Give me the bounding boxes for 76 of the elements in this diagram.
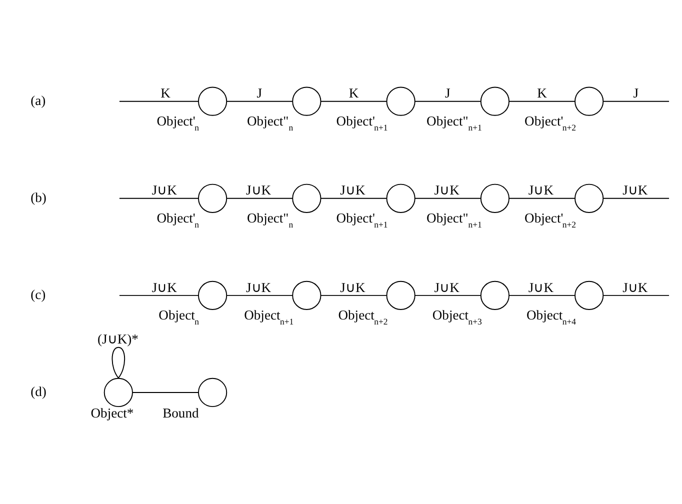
edge-label: J∪K — [340, 279, 366, 294]
connector — [508, 197, 576, 198]
edge-label: J — [633, 85, 639, 100]
edge-label: K — [537, 85, 547, 100]
node-label: Object'$_{n+2}$ — [524, 112, 576, 132]
node-circle — [198, 183, 228, 212]
edge-label: J∪K — [622, 182, 648, 198]
node-circle — [292, 86, 322, 116]
connector — [118, 294, 199, 296]
edge-label: J∪K — [246, 279, 272, 294]
connector — [118, 100, 199, 102]
node-label: Object"$_{n}$ — [247, 112, 294, 132]
node-circle — [292, 183, 322, 212]
edge-label: J∪K — [622, 279, 648, 294]
node-label: Bound — [162, 404, 199, 420]
node-circle — [292, 280, 322, 310]
connector — [226, 197, 293, 198]
node-label: Object'$_{n+2}$ — [524, 210, 576, 229]
edge-label: J∪K — [528, 279, 554, 294]
node-label: Object"$_{n+1}$ — [426, 112, 482, 132]
edge-label: J∪K — [434, 182, 460, 198]
connector — [112, 346, 126, 378]
node-circle — [574, 86, 604, 116]
connector — [320, 100, 388, 102]
edge-label: J∪K — [340, 182, 366, 198]
node-label: Object'$_{n}$ — [156, 112, 199, 132]
node-circle — [104, 377, 133, 407]
connector — [320, 294, 388, 296]
connector — [226, 100, 293, 102]
connector — [118, 197, 199, 198]
node-label: Object'$_{n+1}$ — [336, 112, 388, 132]
node-label: Object* — [90, 404, 134, 420]
label: (a) — [30, 92, 46, 108]
edge-label: J∪K — [152, 182, 177, 198]
label: (b) — [30, 189, 46, 204]
edge-label: K — [348, 85, 359, 100]
node-label: Object$_{n+2}$ — [338, 306, 388, 326]
node-label: Object$_{n+4}$ — [526, 306, 576, 326]
edge-label: J∪K — [246, 182, 272, 198]
node-circle — [386, 86, 416, 116]
edge-label: J — [256, 85, 262, 100]
edge-label: (J∪K)* — [98, 331, 138, 346]
node-circle — [198, 86, 228, 116]
connector — [603, 197, 670, 198]
connector — [508, 294, 576, 296]
edge-label: J∪K — [152, 279, 177, 294]
connector — [414, 294, 482, 296]
node-circle — [574, 183, 604, 212]
node-circle — [480, 183, 510, 212]
node-label: Object$_{n+3}$ — [432, 306, 482, 326]
node-label: Object"$_{n+1}$ — [426, 210, 482, 229]
node-label: Object'$_{n}$ — [156, 210, 199, 229]
label: (c) — [30, 286, 46, 302]
connector — [603, 100, 670, 102]
edge-label: J∪K — [434, 279, 460, 294]
edge-label: K — [160, 85, 170, 100]
node-label: Object'$_{n+1}$ — [336, 210, 388, 229]
node-circle — [386, 183, 416, 212]
node-circle — [386, 280, 416, 310]
connector — [508, 100, 576, 102]
node-circle — [480, 86, 510, 116]
label: (d) — [30, 384, 46, 399]
node-label: Object$_{n+1}$ — [244, 306, 294, 326]
node-label: Object$_{n}$ — [158, 306, 199, 326]
edge-label: J∪K — [528, 182, 554, 198]
connector — [320, 197, 388, 198]
connector — [226, 294, 293, 296]
node-circle — [574, 280, 604, 310]
connector — [414, 197, 482, 198]
node-circle — [198, 377, 228, 407]
node-circle — [480, 280, 510, 310]
node-circle — [198, 280, 228, 310]
connector — [414, 100, 482, 102]
connector — [603, 294, 670, 296]
node-label: Object"$_{n}$ — [247, 210, 294, 229]
edge-label: J — [444, 85, 450, 100]
